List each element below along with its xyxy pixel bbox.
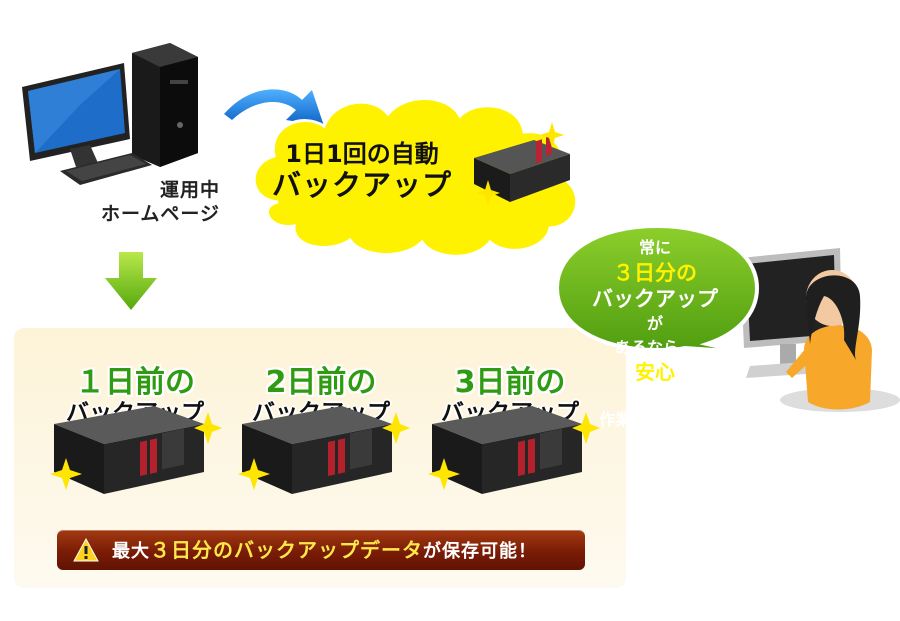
desktop-computer-icon	[22, 43, 198, 185]
daily-backup-caption: 1日1回の自動 バックアップ	[272, 140, 452, 202]
server-icon	[474, 122, 570, 206]
bubble-line3-b: 安心	[635, 360, 675, 384]
warning-prefix: 最大	[112, 541, 150, 562]
source-label-line2: ホームページ	[100, 203, 220, 225]
server-icon	[238, 406, 410, 494]
bubble-line3-a: あるなら、	[614, 338, 695, 357]
bubble-line2-a: バックアップ	[592, 287, 718, 311]
warning-text: 最大３日分のバックアップデータが保存可能！	[112, 538, 537, 564]
warning-data: バックアップデータ	[234, 538, 423, 562]
backup-3-title: 3日前の	[454, 365, 566, 400]
bubble-line1-b: ３日分の	[613, 261, 697, 285]
source-label-line1: 運用中	[159, 179, 220, 201]
woman-at-computer-illustration	[740, 248, 900, 412]
server-icon	[50, 406, 222, 494]
backup-2-title: 2日前の	[265, 365, 377, 400]
daily-backup-line2: バックアップ	[272, 168, 453, 202]
bubble-line1-a: 常に	[638, 238, 671, 257]
warning-suffix: が保存可能！	[423, 541, 537, 562]
daily-backup-line1: 1日1回の自動	[285, 140, 439, 168]
curved-arrow-icon	[224, 89, 324, 126]
bubble-line3-c: して	[639, 386, 671, 405]
backup-1-title: １日前の	[75, 365, 195, 400]
warning-icon	[73, 538, 99, 562]
bubble-text: 常に ３日分の バックアップが あるなら、安心して 作業できるね！	[560, 236, 750, 432]
warning-days: ３日分の	[150, 538, 234, 562]
server-icon	[428, 406, 600, 494]
bubble-line2-b: が	[646, 314, 663, 333]
source-label: 運用中 ホームページ	[88, 178, 220, 226]
bubble-line4: 作業できるね！	[599, 410, 711, 429]
down-arrow-icon	[105, 252, 157, 310]
speech-bubble	[554, 223, 760, 354]
warning-bar	[57, 530, 585, 570]
